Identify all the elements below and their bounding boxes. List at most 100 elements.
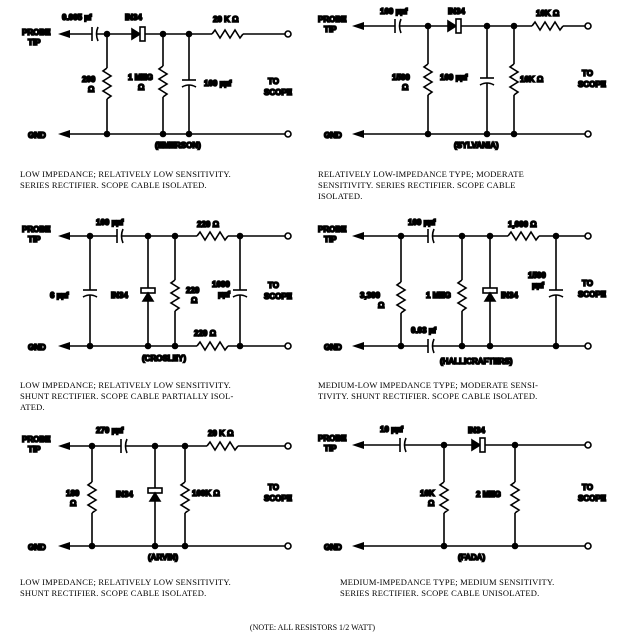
component-label: 10 µµf (380, 425, 403, 434)
description-line: MEDIUM-IMPEDANCE TYPE; MEDIUM SENSITIVIT… (340, 577, 555, 587)
description-emerson: LOW IMPEDANCE; RELATIVELY LOW SENSITIVIT… (20, 169, 231, 191)
resistor (395, 281, 407, 314)
description-line: LOW IMPEDANCE; RELATIVELY LOW SENSITIVIT… (20, 169, 231, 179)
component-label: Ω (138, 83, 145, 92)
brand-label: (CROSLEY) (142, 354, 186, 363)
component-label: 0.005 µf (62, 13, 92, 22)
resistor (206, 440, 239, 452)
gnd-label: GND (324, 131, 342, 140)
scope-label: SCOPE (578, 290, 607, 299)
component-label: µµf (218, 290, 230, 299)
component-label: 220 Ω (197, 220, 220, 229)
resistor (157, 65, 169, 98)
description-crosley: LOW IMPEDANCE; RELATIVELY LOW SENSITIVIT… (20, 380, 234, 413)
component-label: 1,000 Ω (508, 220, 537, 229)
probe-label: PROBE (318, 434, 347, 443)
resistor (456, 279, 468, 312)
capacitor (399, 437, 407, 453)
capacitor (120, 438, 128, 454)
scope-label: SCOPE (264, 494, 293, 503)
component-label: 1500 (528, 271, 546, 280)
component-label: 20 K Ω (208, 429, 234, 438)
component-label: Ω (70, 499, 77, 508)
component-label: IN34 (448, 7, 465, 16)
resistor (509, 481, 521, 514)
description-sylvania: RELATIVELY LOW-IMPEDANCE TYPE; MODERATE … (318, 169, 524, 202)
capacitor (427, 338, 435, 354)
probe-label: TIP (28, 235, 41, 244)
resistor (507, 230, 540, 242)
resistor (169, 279, 181, 312)
component-label: IN34 (125, 13, 142, 22)
component-label: 1000 (212, 280, 230, 289)
component-label: 220 (186, 286, 200, 295)
capacitor (91, 26, 99, 42)
component-label: 100K Ω (192, 489, 220, 498)
footnote: (NOTE: ALL RESISTORS 1/2 WATT) (249, 623, 376, 632)
probe-label: PROBE (318, 15, 347, 24)
component-label: 1500 (392, 73, 410, 82)
diode (447, 18, 462, 34)
scope-label: SCOPE (264, 292, 293, 301)
component-label: 3,300 (360, 291, 381, 300)
gnd-label: GND (28, 343, 46, 352)
resistor (508, 63, 520, 96)
description-line: SHUNT RECTIFIER. SCOPE CABLE PARTIALLY I… (20, 391, 234, 401)
probe-label: TIP (28, 445, 41, 454)
gnd-label: GND (28, 131, 46, 140)
resistor (438, 481, 450, 514)
component-label: Ω (191, 296, 198, 305)
component-label: IN34 (111, 291, 128, 300)
component-label: 100 µµf (204, 79, 232, 88)
component-label: 100 µµf (96, 218, 124, 227)
scope-label: TO (268, 281, 279, 290)
component-label: 10K Ω (520, 75, 544, 84)
capacitor (116, 228, 124, 244)
diode (131, 26, 146, 42)
component-label: 10K (420, 489, 435, 498)
brand-label: (EMERSON) (155, 141, 201, 150)
component-label: IN34 (468, 426, 485, 435)
component-label: Ω (378, 301, 385, 310)
component-label: 1 MEG (128, 73, 153, 82)
circuit-fada: PROBE TIP GND TO SCOPE (FADA) 10 µµf IN3… (317, 424, 607, 563)
component-label: 100 µµf (380, 7, 408, 16)
description-line: ISOLATED. (318, 191, 363, 201)
component-label: µµf (532, 281, 544, 290)
probe-label: PROBE (22, 28, 51, 37)
component-label: 0.03 µf (411, 326, 436, 335)
capacitor (394, 18, 402, 34)
component-label: 100 µµf (440, 73, 468, 82)
description-line: LOW IMPEDANCE; RELATIVELY LOW SENSITIVIT… (20, 577, 231, 587)
resistor (101, 67, 113, 100)
component-label: 270 µµf (96, 426, 124, 435)
description-line: SHUNT RECTIFIER. SCOPE CABLE ISOLATED. (20, 588, 207, 598)
scope-label: TO (582, 279, 593, 288)
description-line: ATED. (20, 402, 45, 412)
description-line: SERIES RECTIFIER. SCOPE CABLE ISOLATED. (20, 180, 207, 190)
description-line: RELATIVELY LOW-IMPEDANCE TYPE; MODERATE (318, 169, 524, 179)
circuit-hallicrafters: PROBE TIP GND TO SCOPE (HALLICRAFTERS) 1… (317, 217, 607, 367)
resistor (531, 20, 564, 32)
probe-label: TIP (324, 25, 337, 34)
scope-label: TO (582, 69, 593, 78)
gnd-label: GND (324, 543, 342, 552)
description-fada: MEDIUM-IMPEDANCE TYPE; MEDIUM SENSITIVIT… (340, 577, 554, 599)
diode (471, 437, 486, 453)
circuit-arvin: PROBE TIP GND TO SCOPE (ARVIN) 270 µµf 2… (21, 425, 293, 563)
probe-label: TIP (324, 444, 337, 453)
brand-label: (ARVIN) (148, 553, 178, 562)
circuit-emerson: PROBE TIP GND TO SCOPE (EMERSON) 0.005 µ… (21, 12, 293, 151)
brand-label: (SYLVANIA) (454, 141, 499, 150)
component-label: IN34 (501, 291, 518, 300)
component-label: 2 MEG (476, 490, 501, 499)
description-line: SENSITIVITY. SERIES RECTIFIER. SCOPE CAB… (318, 180, 516, 190)
gnd-label: GND (28, 543, 46, 552)
resistor (196, 230, 229, 242)
resistor (422, 63, 434, 96)
brand-label: (FADA) (458, 553, 485, 562)
diode (482, 236, 498, 346)
probe-label: PROBE (22, 435, 51, 444)
component-label: 100 µµf (408, 218, 436, 227)
diode (140, 236, 156, 346)
